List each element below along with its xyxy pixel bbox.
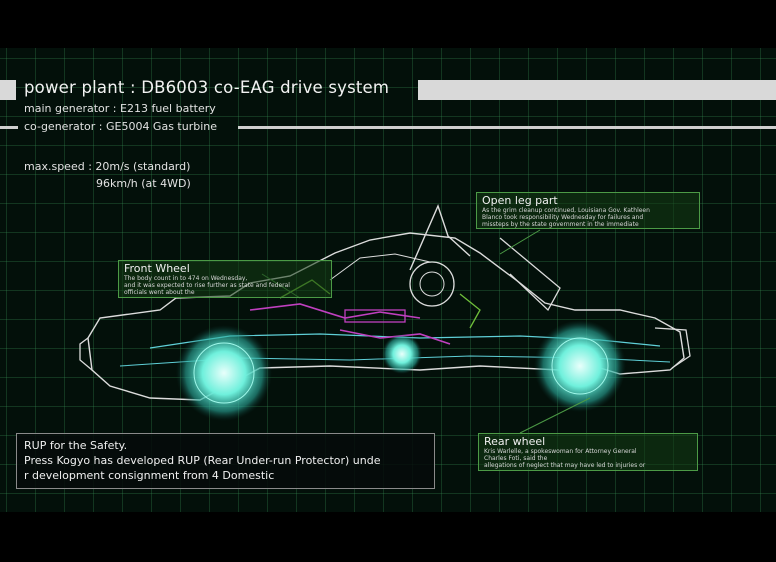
callout-rear-wheel-line: Charles Foti, said the — [484, 455, 548, 462]
callout-open-leg: Open leg part As the grim cleanup contin… — [476, 192, 700, 229]
callout-front-wheel-line: and it was expected to rise further as s… — [124, 282, 290, 289]
callout-front-wheel: Front Wheel The body count in to 474 on … — [118, 260, 332, 298]
rear-wheel-rim — [551, 337, 609, 395]
leg-joint-inner — [419, 271, 445, 297]
callout-rear-wheel-line: allegations of neglect that may have led… — [484, 462, 646, 469]
callout-front-wheel-title: Front Wheel — [124, 262, 190, 275]
callout-rear-wheel-title: Rear wheel — [484, 435, 546, 448]
generator-bar-left — [0, 126, 18, 129]
callout-open-leg-line: Blanco took responsibility Wednesday for… — [482, 214, 644, 221]
co-generator-text: co-generator : GE5004 Gas turbine — [24, 120, 218, 133]
max-speed-4wd: 96km/h (at 4WD) — [96, 177, 191, 190]
title-bar-accent-left — [0, 80, 16, 100]
rup-notice-box: RUP for the Safety. Press Kogyo has deve… — [16, 433, 435, 489]
letterbox-top — [0, 0, 776, 48]
leg-joint-outer — [409, 261, 455, 307]
open-leg-leader — [499, 229, 541, 255]
rear-bumper — [654, 327, 691, 369]
rup-heading: RUP for the Safety. — [24, 439, 128, 452]
letterbox-bottom — [0, 512, 776, 562]
callout-front-wheel-line: officials went about the — [124, 289, 195, 296]
front-wheel-rim — [193, 342, 255, 404]
suspension-block — [344, 309, 406, 323]
rup-line-2: r development consignment from 4 Domesti… — [24, 469, 275, 482]
callout-rear-wheel: Rear wheel Kris Warlelle, a spokeswoman … — [478, 433, 698, 471]
rear-wheel-glow — [534, 320, 626, 412]
middle-wheel-glow — [382, 334, 422, 374]
rup-line-1: Press Kogyo has developed RUP (Rear Unde… — [24, 454, 381, 467]
callout-open-leg-line: missteps by the state government in the … — [482, 221, 639, 228]
suspension-link-upper — [249, 303, 421, 319]
open-leg-arm — [499, 237, 561, 312]
generator-bar-right — [238, 126, 776, 129]
callout-open-leg-line: As the grim cleanup continued, Louisiana… — [482, 207, 650, 214]
max-speed-standard: max.speed : 20m/s (standard) — [24, 160, 191, 173]
page-title: power plant : DB6003 co-EAG drive system — [24, 78, 390, 97]
callout-rear-wheel-line: Kris Warlelle, a spokeswoman for Attorne… — [484, 448, 637, 455]
canopy-line — [329, 253, 431, 281]
main-generator-text: main generator : E213 fuel battery — [24, 102, 216, 115]
green-accent-right — [459, 293, 481, 329]
front-wheel-glow — [176, 325, 272, 421]
callout-front-wheel-line: The body count in to 474 on Wednesday, — [124, 275, 248, 282]
title-bar-accent-right — [418, 80, 776, 100]
callout-open-leg-title: Open leg part — [482, 194, 558, 207]
canopy-spike — [409, 204, 471, 271]
front-bumper — [79, 337, 93, 371]
rear-wheel-leader — [519, 397, 591, 434]
blueprint-screen: power plant : DB6003 co-EAG drive system… — [0, 48, 776, 512]
